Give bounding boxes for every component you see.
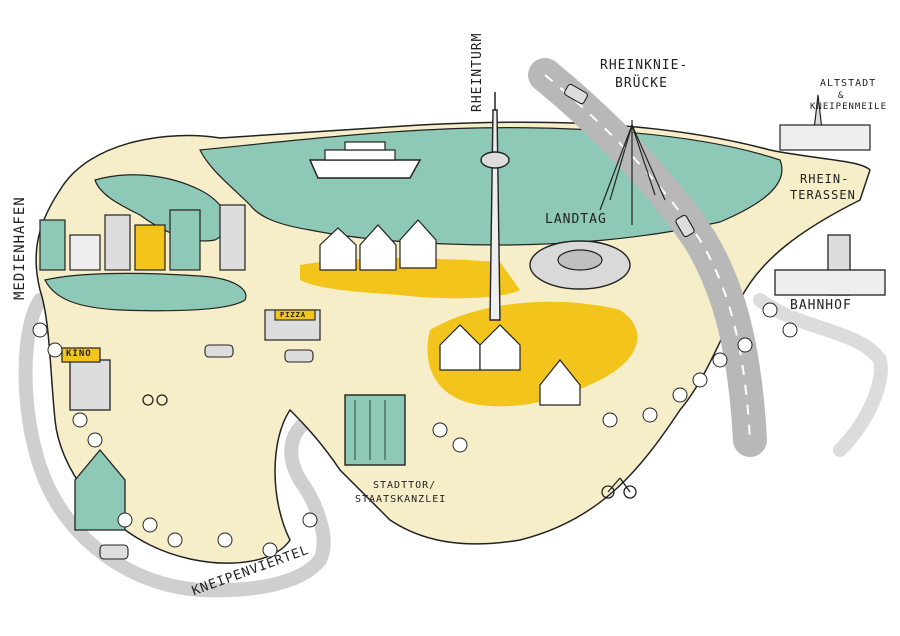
car-icon bbox=[99, 83, 695, 560]
tree-icon bbox=[32, 302, 798, 558]
medienhafen-skyline bbox=[39, 204, 246, 271]
pizza-truck bbox=[264, 309, 321, 341]
harbour-basin bbox=[44, 272, 247, 312]
event-zone-landtag bbox=[427, 301, 638, 407]
label-stadttor-1: STADTTOR/ bbox=[373, 480, 437, 491]
gabled-house bbox=[74, 448, 126, 531]
label-landtag: LANDTAG bbox=[545, 212, 607, 227]
cable-bridge-icon bbox=[599, 120, 666, 225]
label-rheinterassen-1: RHEIN- bbox=[800, 172, 850, 186]
label-rheinknie-2: BRÜCKE bbox=[615, 76, 668, 91]
kino-building bbox=[61, 347, 111, 411]
label-rheinterassen-2: TERASSEN bbox=[790, 188, 856, 202]
label-rheinknie-1: RHEINKNIE- bbox=[600, 58, 689, 73]
clock-tower-icon bbox=[774, 234, 886, 296]
tent-icon bbox=[319, 219, 581, 406]
label-altstadt-amp: & bbox=[838, 91, 845, 101]
tv-tower-icon bbox=[480, 92, 510, 321]
label-medienhafen: MEDIENHAFEN bbox=[12, 196, 28, 300]
ship-icon bbox=[308, 141, 422, 179]
label-bahnhof: BAHNHOF bbox=[790, 298, 852, 313]
label-stadttor-2: STAATSKANZLEI bbox=[355, 494, 447, 505]
bicycle-icon bbox=[142, 394, 637, 499]
church-spire-icon bbox=[779, 94, 871, 151]
label-rheinturm: RHEINTURM bbox=[470, 32, 485, 112]
promenade-path bbox=[18, 293, 331, 598]
pizza-sign: PIZZA bbox=[280, 311, 307, 319]
kino-sign: KINO bbox=[66, 349, 92, 359]
stadttor-building bbox=[344, 394, 406, 466]
label-altstadt-1: ALTSTADT bbox=[820, 78, 877, 89]
landtag-building bbox=[529, 240, 631, 290]
label-altstadt-2: KNEIPENMEILE bbox=[810, 102, 888, 112]
